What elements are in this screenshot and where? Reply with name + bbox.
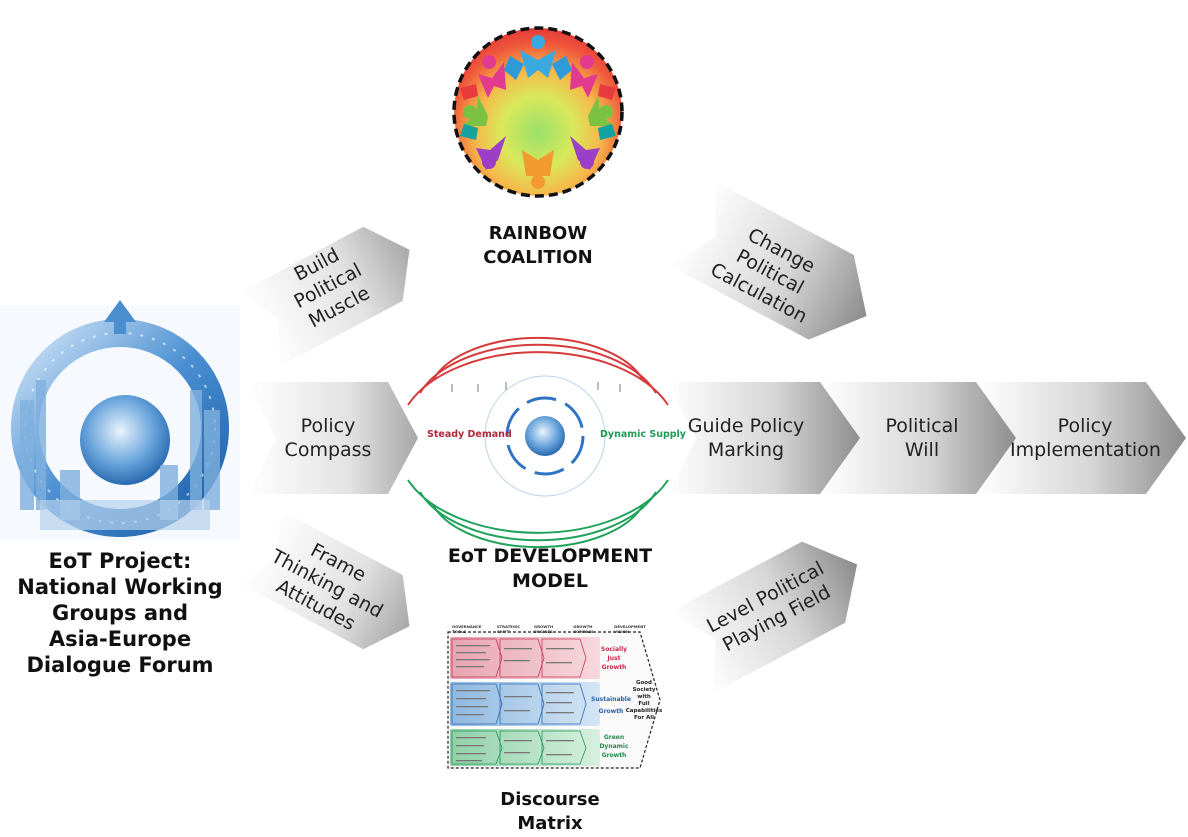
development-model-title: EoT DEVELOPMENT MODEL bbox=[447, 545, 653, 592]
chevron-compass-shape bbox=[248, 382, 418, 494]
matrix-header-cell: GOVERNANCE TOOLS bbox=[452, 624, 482, 634]
people-ring-icon bbox=[520, 35, 556, 78]
eot-logo bbox=[0, 300, 240, 540]
matrix-row-label-sustainable: Sustainable Growth bbox=[591, 696, 631, 715]
matrix-row-label-social: Socially Just Growth bbox=[600, 646, 628, 671]
discourse-matrix-title: Discourse Matrix bbox=[500, 789, 600, 834]
development-model-graphic bbox=[407, 336, 669, 549]
chevron-implementation-label: Policy Implementation bbox=[1010, 415, 1161, 461]
chevron-guide-label: Guide Policy Marking bbox=[687, 415, 805, 461]
chevron-change-shape bbox=[669, 180, 867, 340]
chevron-build-shape bbox=[239, 226, 410, 367]
matrix-goal-label: Good Society with Full Capabilities For … bbox=[625, 680, 663, 721]
chevron-implementation-shape bbox=[976, 382, 1186, 494]
matrix-header-cell: GROWTH COMPASS bbox=[573, 624, 594, 634]
matrix-header: GOVERNANCE TOOLS STRATEGIC SHIFT GROWTH … bbox=[452, 624, 662, 634]
rainbow-coalition-title: RAINBOW COALITION bbox=[483, 223, 593, 268]
rainbow-coalition-emblem bbox=[452, 26, 624, 198]
chevron-level-shape bbox=[669, 541, 858, 694]
matrix-header-cell: STRATEGIC SHIFT bbox=[496, 624, 521, 634]
matrix-row-label-green: Green Dynamic Growth bbox=[599, 734, 629, 759]
steady-demand-label: Steady Demand bbox=[427, 429, 512, 440]
discourse-matrix-graphic bbox=[447, 631, 661, 769]
chevron-will-shape bbox=[820, 382, 1018, 494]
chevron-frame-shape bbox=[239, 509, 410, 650]
chevron-compass-label: Policy Compass bbox=[284, 415, 372, 461]
chevron-will-label: Political Will bbox=[885, 415, 959, 461]
eot-project-title: EoT Project: National Working Groups and… bbox=[17, 549, 223, 677]
chevron-guide-shape bbox=[668, 382, 862, 494]
matrix-header-cell: GROWTH ENGINES bbox=[533, 624, 554, 634]
dynamic-supply-label: Dynamic Supply bbox=[600, 429, 687, 440]
matrix-header-cell: DEVELOPMENT VISION bbox=[614, 624, 646, 634]
